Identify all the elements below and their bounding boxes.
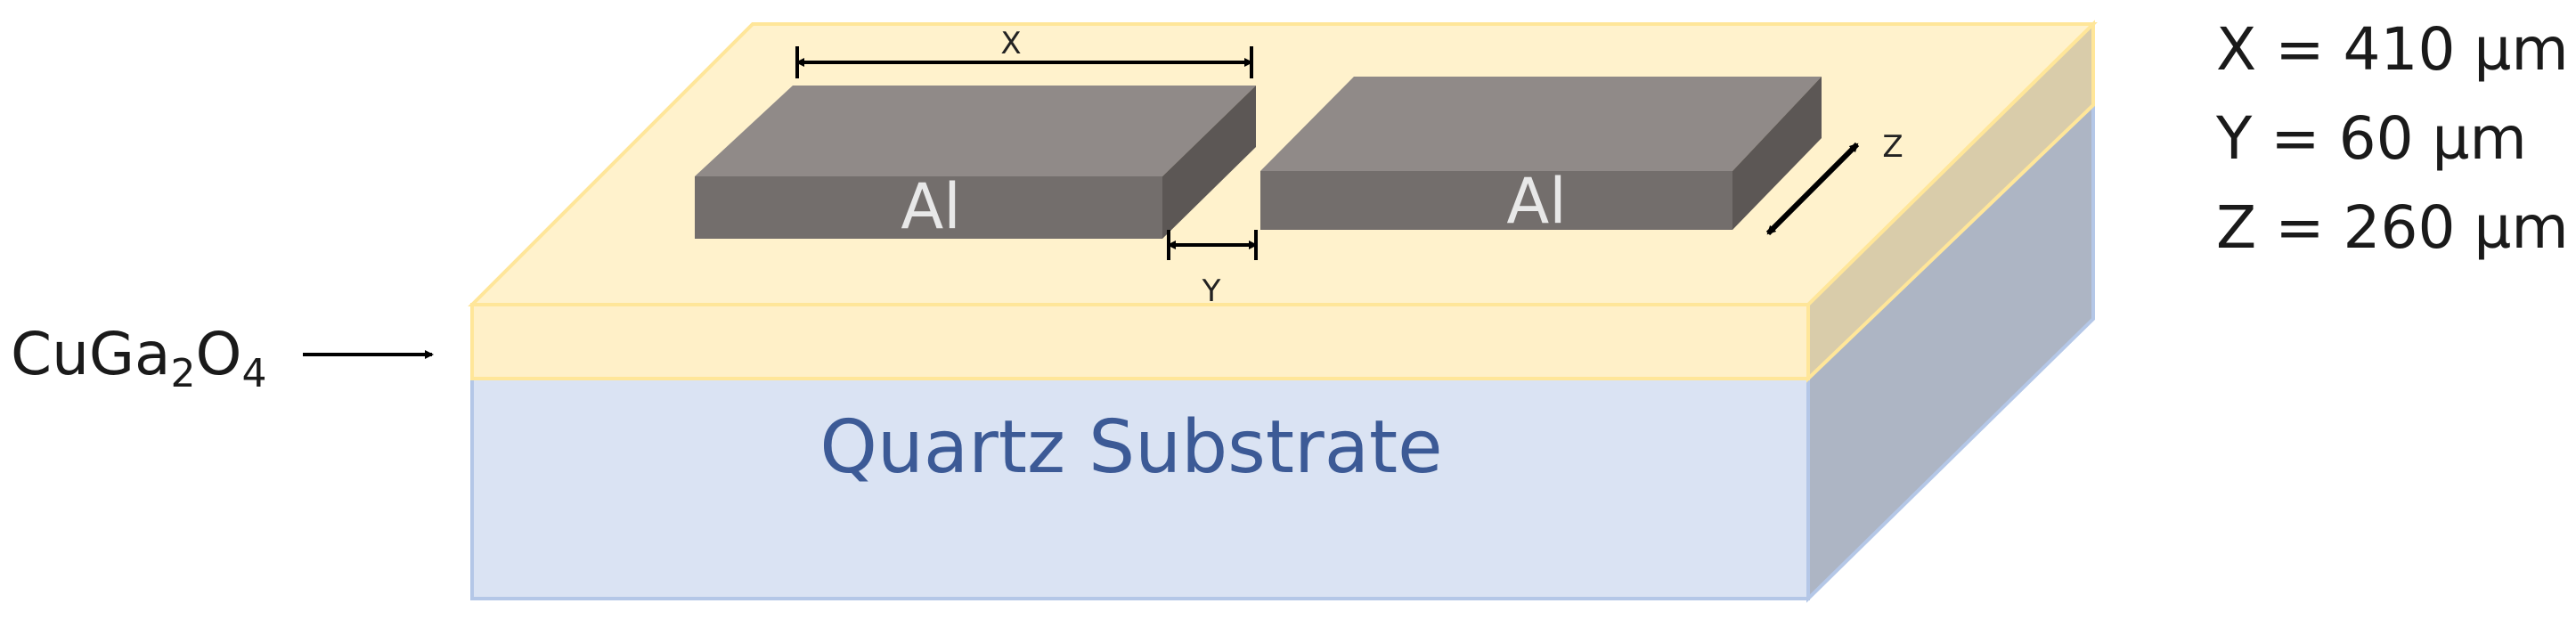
dimension-x-value: X = 410 µm	[2216, 15, 2569, 84]
film-label-sub2: 4	[241, 351, 266, 396]
al-electrode-right: Al	[1260, 77, 1822, 238]
z-marker-label: Z	[1882, 129, 1903, 165]
z-arrow	[1765, 142, 1860, 236]
y-dimension-marker: Y	[1167, 230, 1258, 309]
substrate-label: Quartz Substrate	[819, 405, 1442, 490]
dimension-y-value: Y = 60 µm	[2215, 104, 2527, 173]
x-dimension-marker: X	[795, 26, 1253, 78]
al-left-label: Al	[901, 170, 960, 243]
film-label-mid: O	[196, 320, 242, 388]
al-left-front	[695, 176, 1162, 239]
film-label-main: CuGa	[11, 320, 171, 388]
z-dimension-marker: Z	[1765, 129, 1903, 236]
dimension-values: X = 410 µm Y = 60 µm Z = 260 µm	[2215, 15, 2569, 262]
al-right-top	[1260, 77, 1822, 171]
film-label: CuGa2O4	[11, 320, 266, 396]
film-label-group: CuGa2O4	[11, 320, 434, 396]
al-right-front	[1260, 171, 1732, 230]
x-marker-label: X	[1000, 26, 1021, 61]
al-left-side	[1162, 86, 1256, 239]
quartz-substrate	[470, 101, 2095, 603]
al-right-label: Al	[1506, 165, 1566, 238]
film-front-face	[470, 303, 1810, 380]
y-marker-label: Y	[1202, 273, 1221, 309]
al-electrode-left: Al	[695, 86, 1256, 243]
al-left-top	[695, 86, 1256, 176]
film-label-sub1: 2	[171, 351, 196, 396]
dimension-z-value: Z = 260 µm	[2216, 193, 2569, 262]
substrate-front-face	[470, 377, 1810, 600]
